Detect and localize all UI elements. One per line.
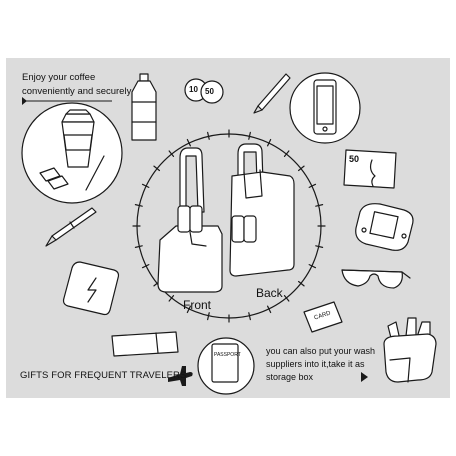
circle-tick xyxy=(141,183,150,188)
circle-tick xyxy=(315,204,324,207)
circle-tick xyxy=(308,183,317,188)
product-back xyxy=(229,143,295,277)
wash-caption-line-3: storage box xyxy=(266,372,314,382)
circle-tick xyxy=(297,280,305,287)
front-label: Front xyxy=(183,298,212,312)
passport-label: PASSPORT xyxy=(214,352,241,358)
circle-tick xyxy=(283,294,290,302)
gifts-caption: GIFTS FOR FREQUENT TRAVELERS xyxy=(20,370,187,381)
airplane-icon xyxy=(168,366,193,386)
sugar-packet-icon xyxy=(39,167,69,190)
back-label: Back xyxy=(256,286,283,300)
coffee-caption-line-1: Enjoy your coffee xyxy=(22,72,96,83)
coffee-cup-icon xyxy=(61,109,95,168)
circle-tick xyxy=(153,165,161,172)
banknote-label: 50 xyxy=(349,154,360,164)
center-circle xyxy=(132,129,326,323)
coffee-caption-arrow-icon xyxy=(22,97,112,105)
power-bank-icon xyxy=(62,261,120,316)
circle-tick xyxy=(248,131,251,140)
phone-callout xyxy=(289,72,361,144)
coins-icon xyxy=(184,78,224,104)
pen-icon xyxy=(45,207,97,247)
triangle-arrow-icon xyxy=(361,372,368,382)
stirrer-icon xyxy=(85,155,105,191)
water-bottle-icon xyxy=(131,73,157,141)
card-icon xyxy=(303,301,343,333)
banknote-icon xyxy=(343,149,397,189)
circle-tick xyxy=(283,150,290,158)
circle-ticks xyxy=(132,129,326,323)
circle-tick xyxy=(248,312,251,321)
glasses-icon xyxy=(341,269,411,289)
circle-tick xyxy=(168,150,175,158)
circle-tick xyxy=(315,245,324,248)
game-console-icon xyxy=(355,203,414,251)
circle-tick xyxy=(186,305,191,314)
wash-caption-line-2: suppliers into it,take it as xyxy=(266,359,365,369)
circle-tick xyxy=(134,204,143,207)
storage-box-icon xyxy=(383,317,437,383)
coin-10-label: 10 xyxy=(189,85,198,94)
circle-tick xyxy=(267,305,272,314)
coin-50-label: 50 xyxy=(205,87,214,96)
phone-icon xyxy=(313,79,337,135)
circle-tick xyxy=(186,138,191,147)
wash-caption-line-1: you can also put your wash xyxy=(266,346,376,356)
circle-tick xyxy=(297,165,305,172)
circle-tick xyxy=(308,264,317,269)
passport-callout xyxy=(197,337,255,395)
circle-tick xyxy=(207,131,210,140)
circle-tick xyxy=(207,312,210,321)
passport-icon xyxy=(211,343,239,383)
circle-tick xyxy=(168,294,175,302)
circle-tick xyxy=(141,264,150,269)
circle-tick xyxy=(134,245,143,248)
product-front xyxy=(157,147,223,293)
pencil-icon xyxy=(253,73,291,114)
boarding-pass-icon xyxy=(111,331,179,357)
coffee-caption-line-2: conveniently and securely xyxy=(22,86,132,97)
circle-tick xyxy=(267,138,272,147)
coffee-callout xyxy=(21,102,123,204)
